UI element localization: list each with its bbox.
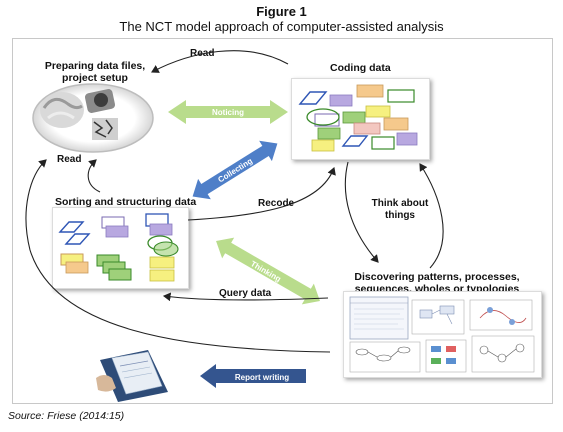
report-writing-arrow [200,364,306,388]
think-about-things-label: Think about things [371,198,429,221]
source-citation: Source: Friese (2014:15) [8,410,125,422]
thinking-arrow [216,237,320,305]
query-data-label: Query data [219,288,272,299]
recode-label: Recode [258,198,295,209]
collecting-text: Collecting [216,156,254,184]
discovering-images [349,296,535,373]
read-left-label: Read [57,154,82,165]
preparing-data-image [32,83,154,153]
sorting-data-shapes [58,213,179,282]
noticing-arrow [168,100,288,124]
report-writing-text: Report writing [235,373,289,382]
node-sorting-title: Sorting and structuring data [55,196,197,208]
flow-arrows [25,50,444,353]
figure-title: The NCT model approach of computer-assis… [119,19,444,34]
noticing-text: Noticing [212,108,244,117]
figure-label: Figure 1 [256,4,307,19]
node-coding-title: Coding data [330,62,391,74]
report-document-image [96,350,168,402]
collecting-arrow [192,140,278,200]
coding-data-shapes [298,84,418,152]
node-preparing-title: Preparing data files, project setup [44,60,146,84]
